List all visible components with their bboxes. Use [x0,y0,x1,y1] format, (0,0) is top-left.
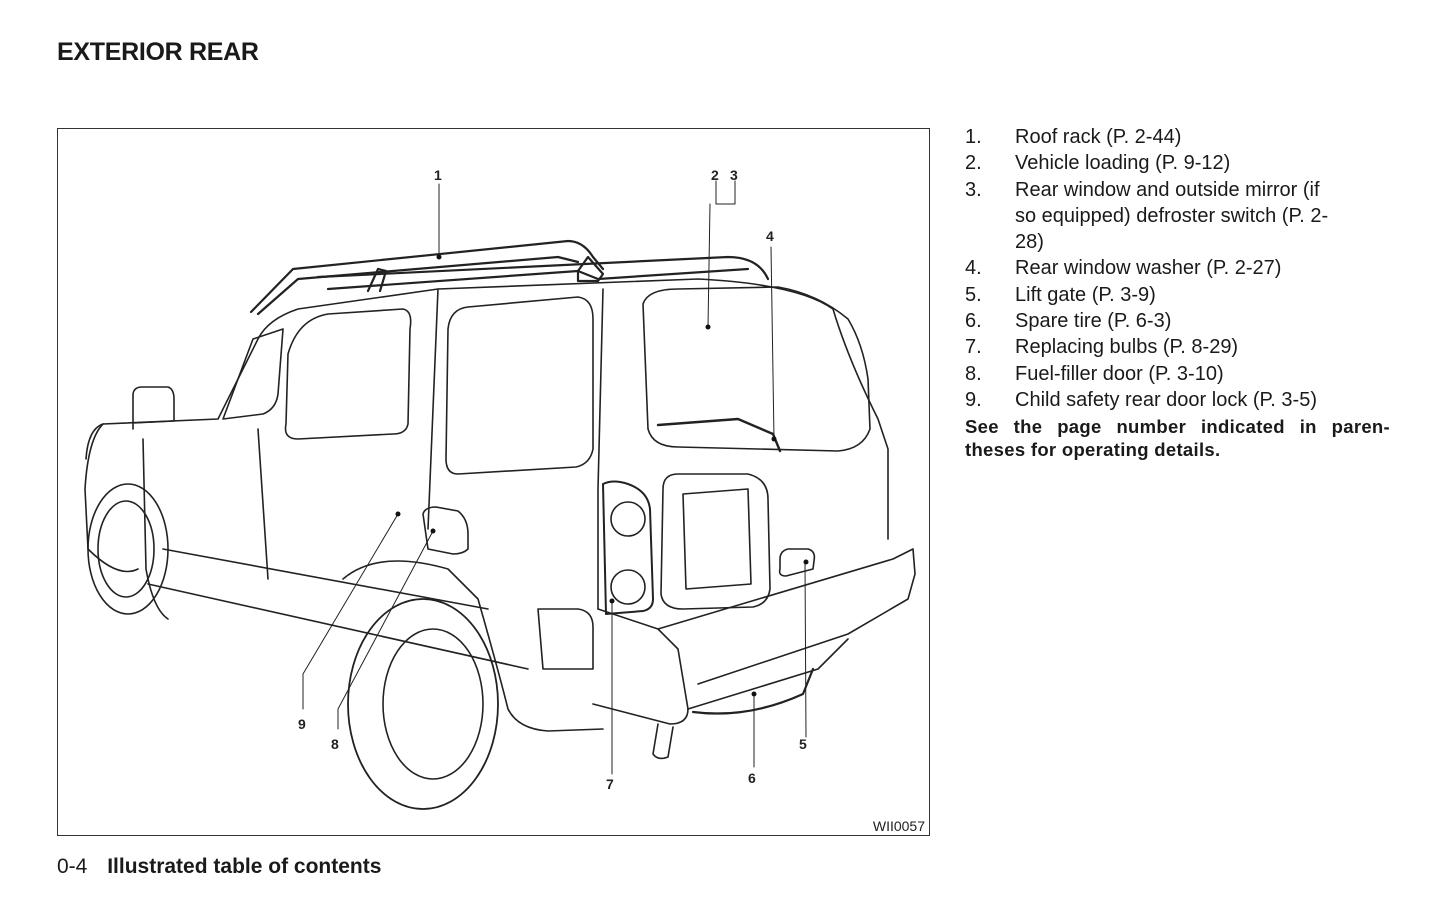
callout-1: 1 [434,167,442,183]
legend-list: 1. Roof rack (P. 2-44) 2. Vehicle loadin… [965,124,1390,461]
legend-text: Lift gate (P. 3-9) [1015,283,1156,306]
figure-code: WII0057 [872,818,925,834]
legend-item: 8. Fuel-filler door (P. 3-10) [965,361,1390,387]
callout-3: 3 [730,167,738,183]
legend-item: 7. Replacing bulbs (P. 8-29) [965,334,1390,360]
legend-number: 2. [965,152,982,175]
page-title: EXTERIOR REAR [57,38,259,66]
legend-item: 4. Rear window washer (P. 2-27) [965,255,1390,281]
legend-item: 9. Child safety rear door lock (P. 3-5) [965,387,1390,413]
callout-6: 6 [748,770,756,786]
legend-number: 5. [965,283,982,306]
legend-text: Child safety rear door lock (P. 3-5) [1015,388,1317,411]
legend-item: 5. Lift gate (P. 3-9) [965,282,1390,308]
callout-4: 4 [766,228,774,244]
legend-number: 9. [965,388,982,411]
section-title: Illustrated table of contents [107,855,382,878]
callout-2: 2 [711,167,719,183]
legend-item: 3. Rear window and outside mirror (if so… [965,177,1390,256]
legend-text: Vehicle loading (P. 9-12) [1015,152,1231,175]
page-footer: 0-4 Illustrated table of contents [57,855,381,879]
legend-text: Fuel-filler door (P. 3-10) [1015,362,1224,385]
legend-text: Spare tire (P. 6-3) [1015,310,1172,333]
callout-7: 7 [606,776,614,792]
legend-number: 8. [965,362,982,385]
legend-item: 2. Vehicle loading (P. 9-12) [965,150,1390,176]
legend-number: 4. [965,257,982,280]
legend-text: Roof rack (P. 2-44) [1015,126,1182,148]
legend-text: Replacing bulbs (P. 8-29) [1015,336,1239,359]
suv-rear-drawing [84,180,916,810]
legend-item: 1. Roof rack (P. 2-44) [965,124,1390,150]
body-outline [84,278,916,810]
callout-5: 5 [799,736,807,752]
legend-text: Rear window and outside mirror (if so eq… [1015,178,1329,254]
leader-dots [395,254,809,697]
legend-number: 1. [965,126,982,148]
leader-lines [302,180,807,775]
vehicle-illustration: 1 2 3 4 5 6 7 8 9 WII0057 [57,128,930,836]
callout-9: 9 [298,716,306,732]
legend-number: 6. [965,310,982,333]
page-number: 0-4 [57,855,88,878]
legend-item: 6. Spare tire (P. 6-3) [965,308,1390,334]
legend-number: 7. [965,336,982,359]
legend-text: Rear window washer (P. 2-27) [1015,257,1282,280]
legend-number: 3. [965,178,982,201]
legend-note: See the page number indicated in paren-t… [965,416,1390,461]
roof-rack [249,239,770,316]
callout-8: 8 [331,736,339,752]
